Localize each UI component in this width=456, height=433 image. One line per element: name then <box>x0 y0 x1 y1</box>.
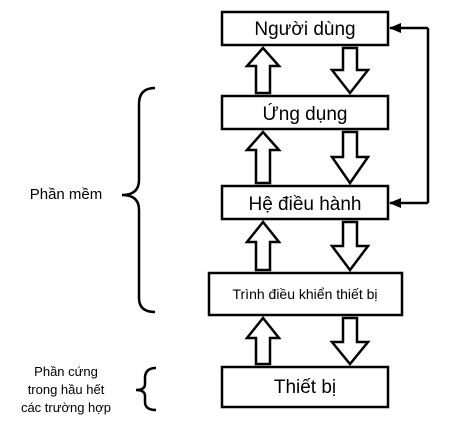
down-arrow-os-to-driver <box>329 220 371 273</box>
hardware-group-label-line-3: các trường hợp <box>21 400 111 415</box>
down-arrow-user-to-app <box>329 46 371 96</box>
down-arrow-app-to-os <box>329 130 371 186</box>
layer-label-os: Hệ điều hành <box>248 194 361 215</box>
up-arrow-device-to-driver <box>244 315 282 366</box>
hardware-bracket <box>135 366 157 412</box>
up-arrow-app-to-user <box>244 46 282 95</box>
layer-label-app: Ứng dụng <box>263 103 348 125</box>
layer-label-driver: Trình điều khiển thiết bị <box>232 286 377 302</box>
layer-box-user <box>220 10 390 47</box>
layer-label-device: Thiết bị <box>274 377 336 398</box>
layer-box-driver <box>207 271 404 317</box>
up-arrow-os-to-app <box>244 130 282 185</box>
hardware-group-label-line-1: Phần cứng <box>34 364 98 379</box>
down-arrow-driver-to-device <box>329 316 371 366</box>
layer-box-device <box>220 365 390 409</box>
up-arrow-driver-to-os <box>244 219 282 272</box>
layer-box-app <box>220 94 390 131</box>
hardware-group-label-line-2: trong hầu hết <box>28 382 105 397</box>
layer-label-user: Người dùng <box>254 19 355 40</box>
software-group-label: Phần mềm <box>30 186 103 203</box>
software-bracket <box>121 86 156 314</box>
layer-box-os <box>220 184 390 221</box>
